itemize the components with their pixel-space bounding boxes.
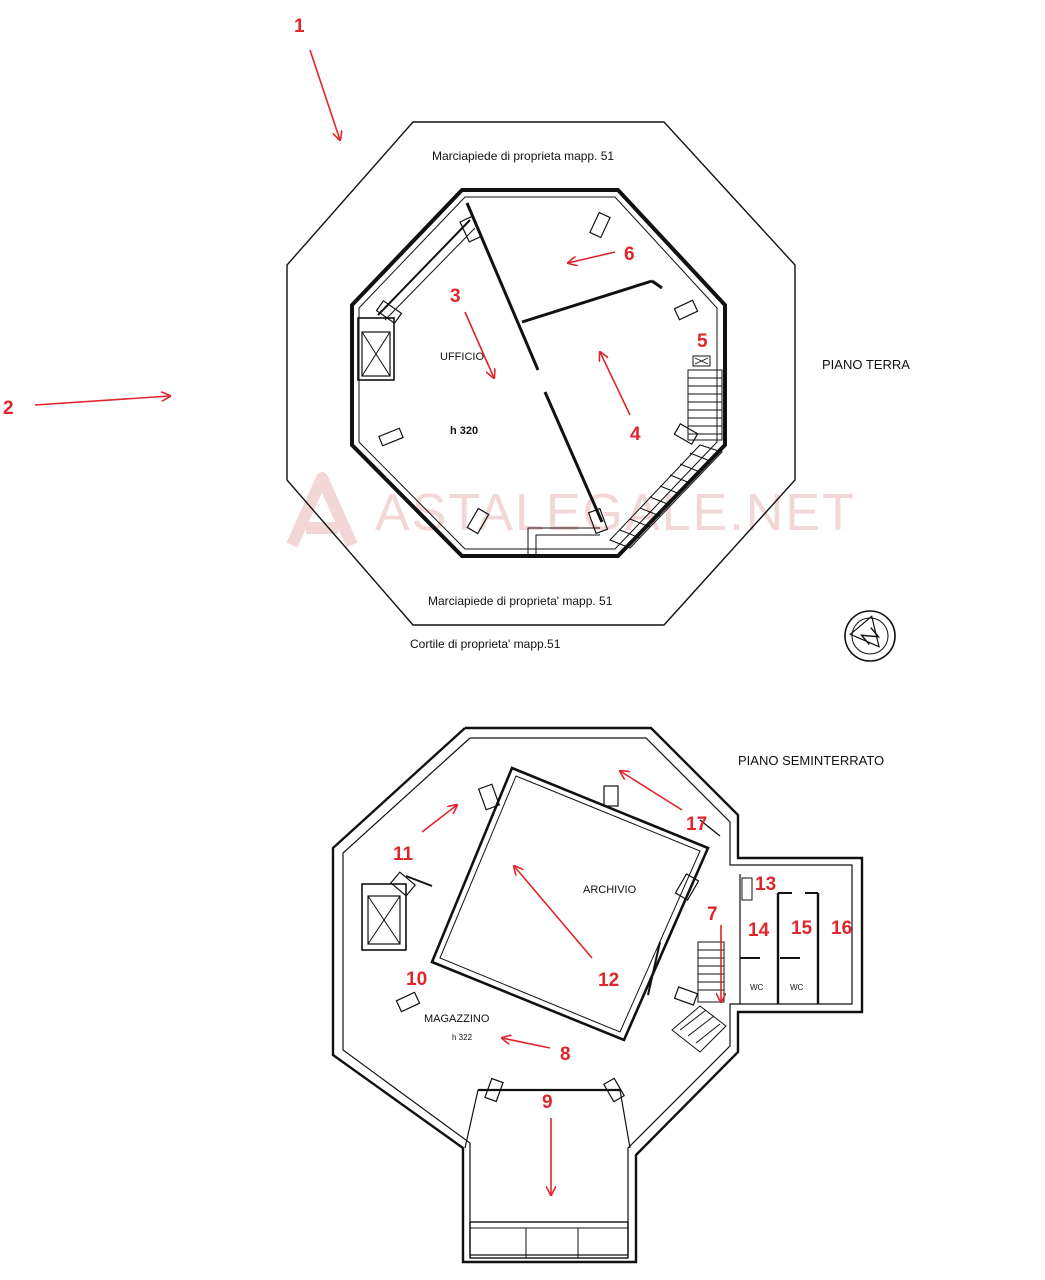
marker-12: 12 <box>598 970 619 991</box>
arrow-12 <box>514 866 593 959</box>
sidewalk-top-label: Marciapiede di proprieta mapp. 51 <box>432 149 614 163</box>
partition-wall <box>465 202 540 371</box>
courtyard-label: Cortile di proprieta' mapp.51 <box>410 637 561 651</box>
wc-2-label: WC <box>790 983 804 992</box>
arrow-2 <box>34 396 170 406</box>
marker-2: 2 <box>3 398 14 419</box>
marker-4: 4 <box>630 424 641 445</box>
marker-6: 6 <box>624 244 635 265</box>
wc-1-label: WC <box>750 983 764 992</box>
marker-11: 11 <box>393 844 414 865</box>
basement-lift-shaft <box>361 883 407 951</box>
sidewalk-outline <box>286 121 796 626</box>
staircase <box>609 369 723 549</box>
arrow-8 <box>502 1038 551 1049</box>
marker-15: 15 <box>791 918 813 939</box>
basement-columns <box>389 783 700 1103</box>
basement-staircase <box>671 941 727 1053</box>
arrow-11 <box>421 805 457 833</box>
marker-13: 13 <box>755 874 776 895</box>
marker-5: 5 <box>697 331 708 352</box>
basement-outer-walls <box>331 726 864 1264</box>
arrow-17 <box>620 771 683 811</box>
watermark-text: ASTALEGALE.NET <box>375 484 856 542</box>
marker-3: 3 <box>450 286 461 307</box>
archive-room-walls <box>430 766 710 1042</box>
marker-7: 7 <box>707 904 718 925</box>
marker-17: 17 <box>686 814 707 835</box>
north-arrow-icon <box>844 610 896 662</box>
arrow-3 <box>464 311 494 378</box>
arrow-1 <box>309 49 340 140</box>
marker-16: 16 <box>831 918 852 939</box>
ground-floor-title: PIANO TERRA <box>822 357 910 372</box>
photo-markers: 1 2 3 4 5 6 7 8 9 10 11 12 13 14 15 16 1… <box>3 16 852 1113</box>
arrow-6 <box>568 251 616 263</box>
ground-floor-walls <box>350 188 727 558</box>
columns <box>375 211 699 535</box>
marker-1: 1 <box>294 16 305 37</box>
ground-floor-plan <box>286 121 796 626</box>
marker-8: 8 <box>560 1044 571 1065</box>
storage-room-label: MAGAZZINO <box>424 1013 490 1025</box>
sidewalk-bottom-label: Marciapiede di proprieta' mapp. 51 <box>428 594 613 608</box>
marker-10: 10 <box>406 969 427 990</box>
archive-room-label: ARCHIVIO <box>583 884 637 896</box>
storage-height-label: h 322 <box>452 1033 473 1042</box>
watermark: ASTALEGALE.NET <box>286 472 856 548</box>
basement-plan <box>331 726 864 1264</box>
office-room-label: UFFICIO <box>440 351 484 363</box>
basement-title: PIANO SEMINTERRATO <box>738 753 884 768</box>
marker-14: 14 <box>748 920 770 941</box>
office-height-label: h 320 <box>450 425 478 437</box>
lift-shaft <box>357 317 395 381</box>
marker-9: 9 <box>542 1092 553 1113</box>
photo-arrows <box>34 49 721 1195</box>
arrow-4 <box>600 352 631 416</box>
